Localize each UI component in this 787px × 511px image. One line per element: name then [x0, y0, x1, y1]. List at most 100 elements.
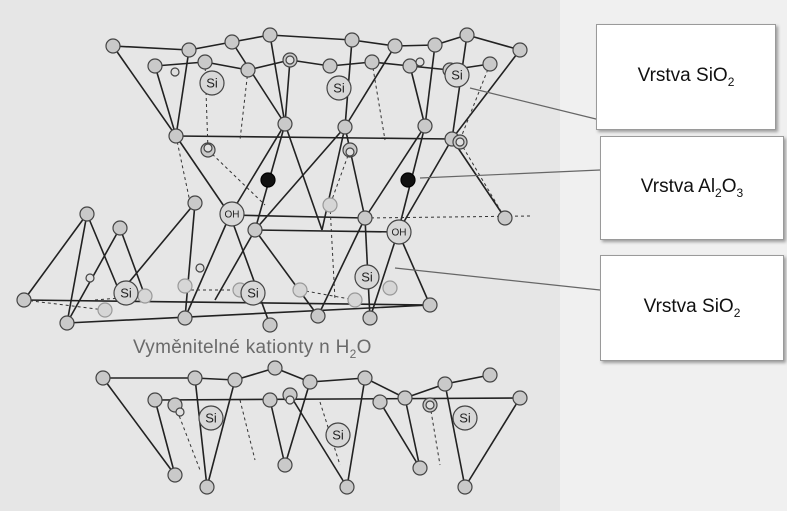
oxygen-atom [459, 27, 475, 43]
bond [321, 126, 346, 231]
aluminum-atom [400, 172, 416, 188]
bond [194, 377, 208, 488]
bond [66, 213, 88, 324]
bond [231, 41, 286, 125]
bond [154, 61, 206, 67]
bond [119, 202, 196, 294]
bond [309, 377, 366, 383]
dashed-bond [319, 401, 341, 466]
oxygen-atom [112, 220, 128, 236]
silicon-atom [452, 405, 478, 431]
bond [364, 125, 426, 219]
oxygen-atom [387, 38, 403, 54]
si-text: Si [247, 286, 259, 301]
oxygen-atom [227, 372, 243, 388]
oxygen-atom [187, 370, 203, 386]
si-text: Si [459, 411, 471, 426]
oxygen-atom [337, 119, 353, 135]
bond [229, 214, 366, 219]
oxygen-atom [457, 479, 473, 495]
silicon-atom [444, 62, 470, 88]
oxygen-atom [147, 392, 163, 408]
hydroxyl-site [97, 302, 113, 318]
bond [254, 229, 399, 233]
oxygen-atom [95, 370, 111, 386]
bond [269, 34, 286, 125]
oxygen-atom [497, 210, 513, 226]
dashed-bond [175, 135, 191, 203]
bond [154, 397, 521, 401]
silicon-atom [198, 405, 224, 431]
label-middle-text: Vrstva Al2O3 [640, 176, 744, 200]
bond [206, 379, 236, 488]
bond [175, 49, 190, 137]
si-text: Si [451, 68, 463, 83]
dashed-bond [239, 69, 249, 141]
oxygen-atom [147, 58, 163, 74]
silicon-atom [113, 280, 139, 306]
bond [184, 214, 231, 319]
bond [284, 59, 291, 125]
small-atom [195, 263, 205, 273]
oxygen-atom [482, 367, 498, 383]
small-atom [415, 57, 425, 67]
bond [451, 49, 521, 140]
oxygen-atom [187, 195, 203, 211]
exchangeable-cations-label: Vyměnitelné kationty n H2O [133, 337, 372, 361]
silicon-atom [325, 422, 351, 448]
oxygen-atom [397, 390, 413, 406]
bond [119, 227, 146, 297]
bond [175, 135, 453, 140]
silicon-atom [326, 75, 352, 101]
oxygen-atom [181, 42, 197, 58]
oh-text: OH [225, 210, 240, 221]
bond [112, 45, 177, 137]
bond [23, 299, 431, 306]
callout-lines [394, 87, 601, 291]
oxygen-atom [105, 38, 121, 54]
small-atom [85, 273, 95, 283]
oxygen-atom [512, 390, 528, 406]
oxygen-atom [402, 58, 418, 74]
small-atom [170, 67, 180, 77]
callout-line-bottom [394, 267, 601, 291]
dashed-bond [429, 404, 441, 466]
silicon-atom [240, 280, 266, 306]
oxygen-atom [79, 206, 95, 222]
si-text: Si [205, 411, 217, 426]
label-top-text: Vrstva SiO2 [637, 65, 735, 89]
callout-line-top [469, 87, 601, 121]
bond [269, 34, 353, 41]
bond [86, 213, 121, 294]
small-atom [425, 400, 435, 410]
bond [229, 214, 271, 326]
bond [284, 123, 323, 231]
oxygen-atom [240, 62, 256, 78]
oxygen-atom [357, 210, 373, 226]
bond [424, 44, 436, 127]
silicon-atom [199, 70, 225, 96]
si-text: Si [120, 286, 132, 301]
bonds [23, 34, 521, 488]
oxygen-atom [310, 308, 326, 324]
hydroxyl-site [347, 292, 363, 308]
bond [102, 377, 176, 476]
dashed-bond [371, 61, 386, 141]
dashed-bond [207, 149, 266, 206]
oxygen-atom [262, 317, 278, 333]
bond [289, 394, 348, 488]
bond [66, 304, 431, 324]
oxygen-atom [437, 376, 453, 392]
oxygen-atom [482, 56, 498, 72]
oxygen-atom [412, 460, 428, 476]
aluminum-atom [260, 172, 276, 188]
bond [269, 399, 286, 466]
bond [254, 229, 319, 317]
si-text: Si [361, 270, 373, 285]
oxygen-atom [339, 479, 355, 495]
hydroxyl-site [382, 280, 398, 296]
small-atom [285, 395, 295, 405]
bond [451, 138, 506, 219]
